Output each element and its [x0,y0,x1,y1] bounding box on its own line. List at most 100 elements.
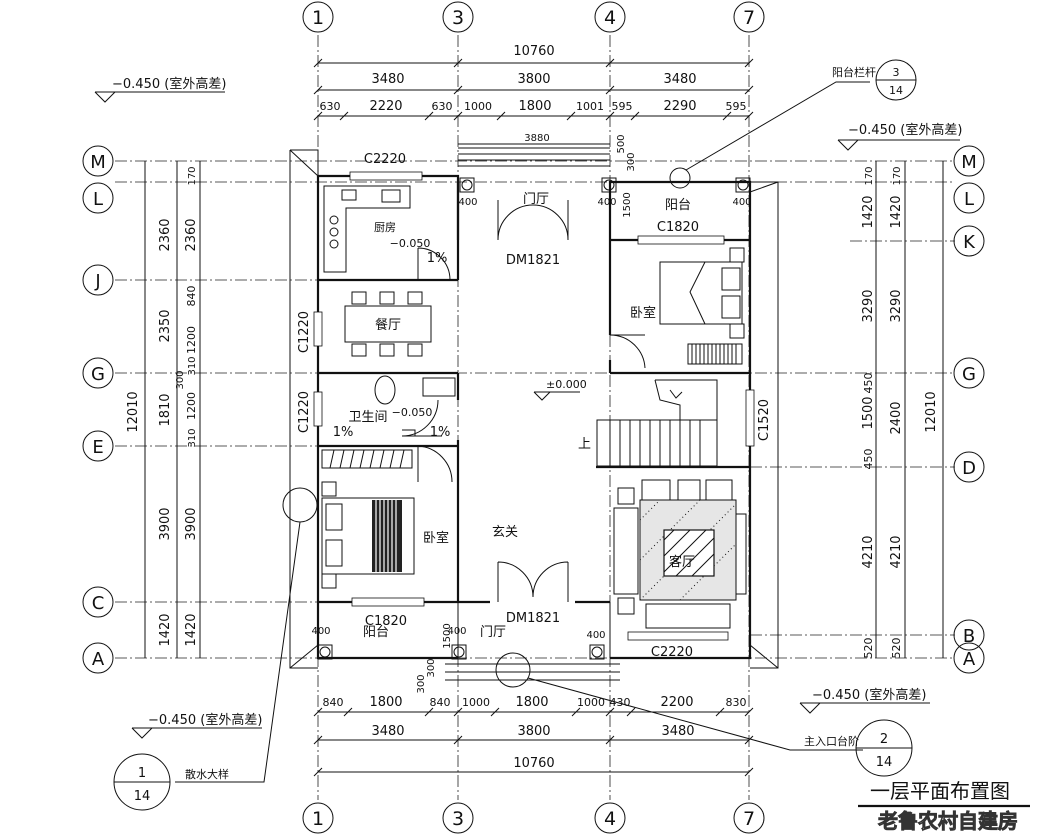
column [451,644,467,660]
svg-text:−0.450 (室外高差): −0.450 (室外高差) [148,712,262,728]
svg-text:G: G [962,364,976,385]
room-entry-bottom: 门厅 [480,625,506,640]
dim-top-mid: 3480 [371,72,404,87]
dim-right-inner: 1420 [861,195,876,228]
room-bedroom-right: 卧室 [630,305,656,321]
svg-text:−0.450 (室外高差): −0.450 (室外高差) [848,122,962,138]
dim-right-outer: 520 [890,638,903,659]
column [589,644,605,660]
level-marker: −0.450 (室外高差) [94,76,226,103]
column [735,177,751,193]
svg-text:1: 1 [312,7,324,29]
dim-left-inner: 2360 [184,218,199,251]
svg-text:阳台栏杆: 阳台栏杆 [832,65,876,79]
dim-left-inner: 3900 [184,507,199,540]
label-window: C2220 [651,645,693,660]
axis-bubble-left-E: E [82,430,114,462]
room-living: 客厅 [669,554,695,570]
dim-top-detail: 1800 [518,99,551,114]
door-bath [401,399,442,437]
dim-left-outer: 2350 [158,309,173,342]
label-window: C2220 [364,152,406,167]
window-bath [313,391,323,427]
wardrobe [321,449,413,469]
column [459,177,475,193]
svg-text:A: A [92,649,105,670]
dim-right-total: 12010 [924,391,939,432]
level-marker: −0.450 (室外高差) [799,687,930,714]
callout-apron: 散水大样 1 14 [113,487,318,811]
dim-top-detail: 630 [432,100,453,113]
svg-text:1500: 1500 [442,623,453,648]
dim-left-inner: 1200 [185,392,198,420]
svg-text:1500: 1500 [622,192,633,217]
svg-text:400: 400 [597,197,616,208]
svg-text:7: 7 [743,808,755,830]
svg-text:4: 4 [604,808,616,830]
axis-bubble-bottom-4: 4 [594,802,626,834]
svg-text:400: 400 [732,197,751,208]
label-window: C1820 [657,220,699,235]
svg-text:C: C [92,593,105,614]
label-door: DM1821 [506,253,560,268]
svg-text:M: M [961,152,977,173]
outdoor-level-markers: −0.450 (室外高差) −0.450 (室外高差) −0.450 (室外高差… [94,76,962,739]
svg-text:3880: 3880 [524,133,549,144]
axis-bubble-bottom-7: 7 [733,802,765,834]
sofa-left [613,507,639,595]
svg-text:4: 4 [604,7,616,29]
svg-text:M: M [90,152,106,173]
dim-top-mid: 3480 [663,72,696,87]
bed-stripes [372,500,402,572]
dim-bottom-mid: 3480 [371,724,404,739]
dim-right-inner: 4210 [861,535,876,568]
dim-left-inner: 300 [175,370,186,389]
kitchen-counter [323,185,411,273]
column [317,644,333,660]
dim-left-outer: 3900 [158,507,173,540]
dim-right-inner: 450 [862,373,875,394]
axis-bubble-bottom-3: 3 [442,802,474,834]
dim-left-inner: 840 [185,286,198,307]
dim-left-outer: 2360 [158,218,173,251]
dim-left-outer: 1420 [158,613,173,646]
dim-right-outer: 1420 [889,195,904,228]
dim-top-detail: 2220 [369,99,402,114]
room-bedroom-left: 卧室 [423,530,449,546]
dim-bottom-mid: 3480 [661,724,694,739]
svg-text:300: 300 [426,658,437,677]
window-stair [745,389,755,447]
window-kitchen [349,171,423,181]
axis-bubble-left-G: G [82,357,114,389]
svg-text:D: D [962,458,976,479]
bed-right [659,261,743,325]
dim-right-outer: 4210 [889,535,904,568]
axis-bubble-top-3: 3 [442,1,474,33]
level-bathroom: −0.050 [392,406,433,419]
svg-text:A: A [963,649,976,670]
dim-left-outer: 1810 [158,393,173,426]
dim-right-inner: 1500 [861,396,876,429]
label-door: DM1821 [506,611,560,626]
dim-left-inner: 170 [187,166,198,185]
room-balcony-top: 阳台 [665,198,691,213]
stair-up-label: 上 [578,437,591,452]
level-marker: −0.450 (室外高差) [837,122,962,151]
furniture [321,185,747,629]
floor-level: ±0.000 [533,378,587,401]
dim-left-inner: 1200 [185,326,198,354]
svg-text:300: 300 [416,674,427,693]
door-dm1821-bottom [497,561,569,602]
dim-left-inner: 1420 [184,613,199,646]
svg-text:−0.450 (室外高差): −0.450 (室外高差) [812,687,926,703]
axis-bubble-top-7: 7 [733,1,765,33]
svg-text:B: B [963,626,975,647]
svg-text:−0.450 (室外高差): −0.450 (室外高差) [112,76,226,92]
svg-text:14: 14 [876,755,893,770]
axis-bubble-right-K: K [953,225,985,257]
axis-bubble-top-1: 1 [302,1,334,33]
room-entry-top: 门厅 [523,192,549,207]
dim-bottom-mid: 3800 [517,724,550,739]
window-bedroom-left [351,597,425,607]
right-dimensions: 170 1420 3290 450 1500 450 4210 520 170 … [861,161,944,659]
